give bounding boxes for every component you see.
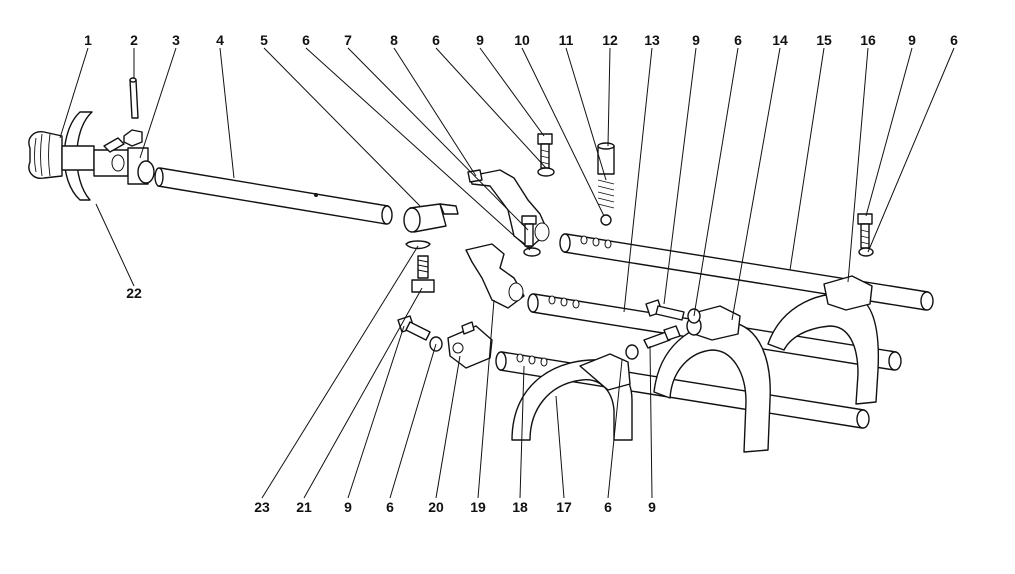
callout-number: 11 <box>559 32 574 48</box>
callout-number: 9 <box>344 499 352 515</box>
sleeve-bolt <box>411 255 435 293</box>
callout-number: 12 <box>602 32 618 48</box>
callout-number: 9 <box>692 32 700 48</box>
callout-number: 6 <box>386 499 394 515</box>
callout-number: 3 <box>172 32 180 48</box>
shift-fork-front <box>511 353 633 441</box>
bolt-lower-middle <box>625 325 681 360</box>
bolt-top-right <box>857 213 874 257</box>
callout-number: 6 <box>604 499 612 515</box>
callout-number: 15 <box>816 32 832 48</box>
callout-number: 5 <box>260 32 268 48</box>
callout-number: 13 <box>644 32 660 48</box>
lower-lever <box>465 243 525 309</box>
bolt-under-lever <box>521 215 541 257</box>
bolt-top-middle <box>537 133 555 177</box>
callout-number: 6 <box>950 32 958 48</box>
callout-number: 22 <box>126 285 142 301</box>
callout-number: 2 <box>130 32 138 48</box>
callout-number: 9 <box>648 499 656 515</box>
callouts-top: 1 2 3 4 5 6 7 8 6 9 10 11 12 13 9 6 14 1… <box>84 32 958 48</box>
callout-number: 1 <box>84 32 92 48</box>
callout-number: 18 <box>512 499 528 515</box>
callout-number: 8 <box>390 32 398 48</box>
collar-nut <box>123 129 143 147</box>
callout-number: 9 <box>908 32 916 48</box>
boot-and-dish <box>28 111 155 201</box>
shift-rail-upper <box>559 233 934 311</box>
callout-number: 10 <box>514 32 530 48</box>
selector-block <box>447 321 493 369</box>
callout-number: 4 <box>216 32 224 48</box>
callout-number: 19 <box>470 499 486 515</box>
callout-number: 16 <box>860 32 876 48</box>
shift-fork-rear <box>767 275 880 405</box>
callout-number: 6 <box>302 32 310 48</box>
callout-number: 7 <box>344 32 352 48</box>
spring-and-plug <box>597 142 615 226</box>
callout-number: 17 <box>556 499 572 515</box>
selector-rod <box>154 167 393 225</box>
callouts-bottom: 23 21 9 6 20 19 18 17 6 9 <box>254 499 656 515</box>
callout-number: 21 <box>296 499 312 515</box>
callout-number: 20 <box>428 499 444 515</box>
leader-lines <box>59 47 955 499</box>
callout-number: 6 <box>432 32 440 48</box>
callout-number: 14 <box>772 32 788 48</box>
callout-number: 9 <box>476 32 484 48</box>
roll-pin <box>129 77 139 119</box>
sleeve <box>403 203 459 250</box>
callout-number: 6 <box>734 32 742 48</box>
callout-number: 23 <box>254 499 270 515</box>
